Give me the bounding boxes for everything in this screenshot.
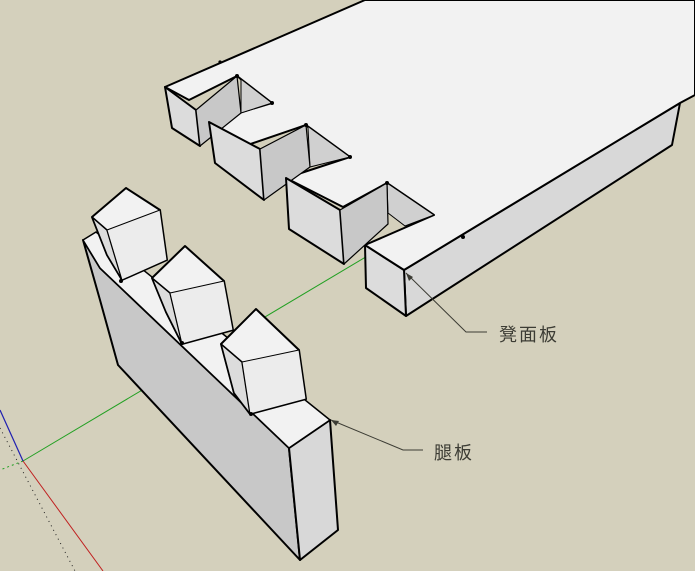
green-axis-negative (0, 460, 24, 471)
leg-board-label: 腿板 (434, 443, 474, 464)
seat-board-label: 凳面板 (499, 325, 559, 346)
seat-board-model[interactable] (164, 0, 695, 317)
leg-board-leader (330, 419, 423, 451)
red-axis-line (22, 460, 104, 571)
seat-board-leader (405, 272, 487, 333)
leg-board-model[interactable] (82, 187, 339, 561)
axis-dotted-guide (0, 427, 76, 571)
arrow-icon (406, 273, 413, 281)
arrow-icon (331, 420, 339, 426)
blue-axis-line (0, 409, 24, 462)
